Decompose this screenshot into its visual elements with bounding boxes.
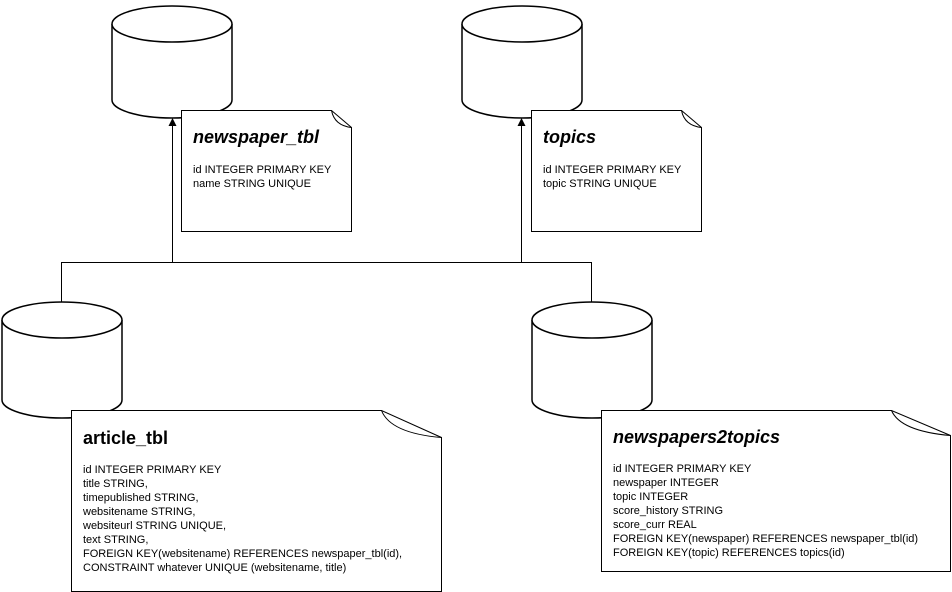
database-cylinder-newspaper-tbl — [111, 5, 233, 119]
note-shape-topics — [531, 110, 702, 232]
database-cylinder-topics — [461, 5, 583, 119]
note-shape-newspaper-tbl — [181, 110, 352, 232]
connector-article-to-junction — [61, 262, 173, 302]
connectors — [61, 118, 592, 302]
database-cylinder-article-tbl — [1, 301, 123, 419]
connector-junction-to-newspapers2topics — [172, 262, 592, 302]
note-shape-article-tbl — [71, 410, 442, 592]
note-shape-newspapers2topics — [601, 410, 951, 572]
database-cylinder-newspapers2topics — [531, 301, 653, 419]
